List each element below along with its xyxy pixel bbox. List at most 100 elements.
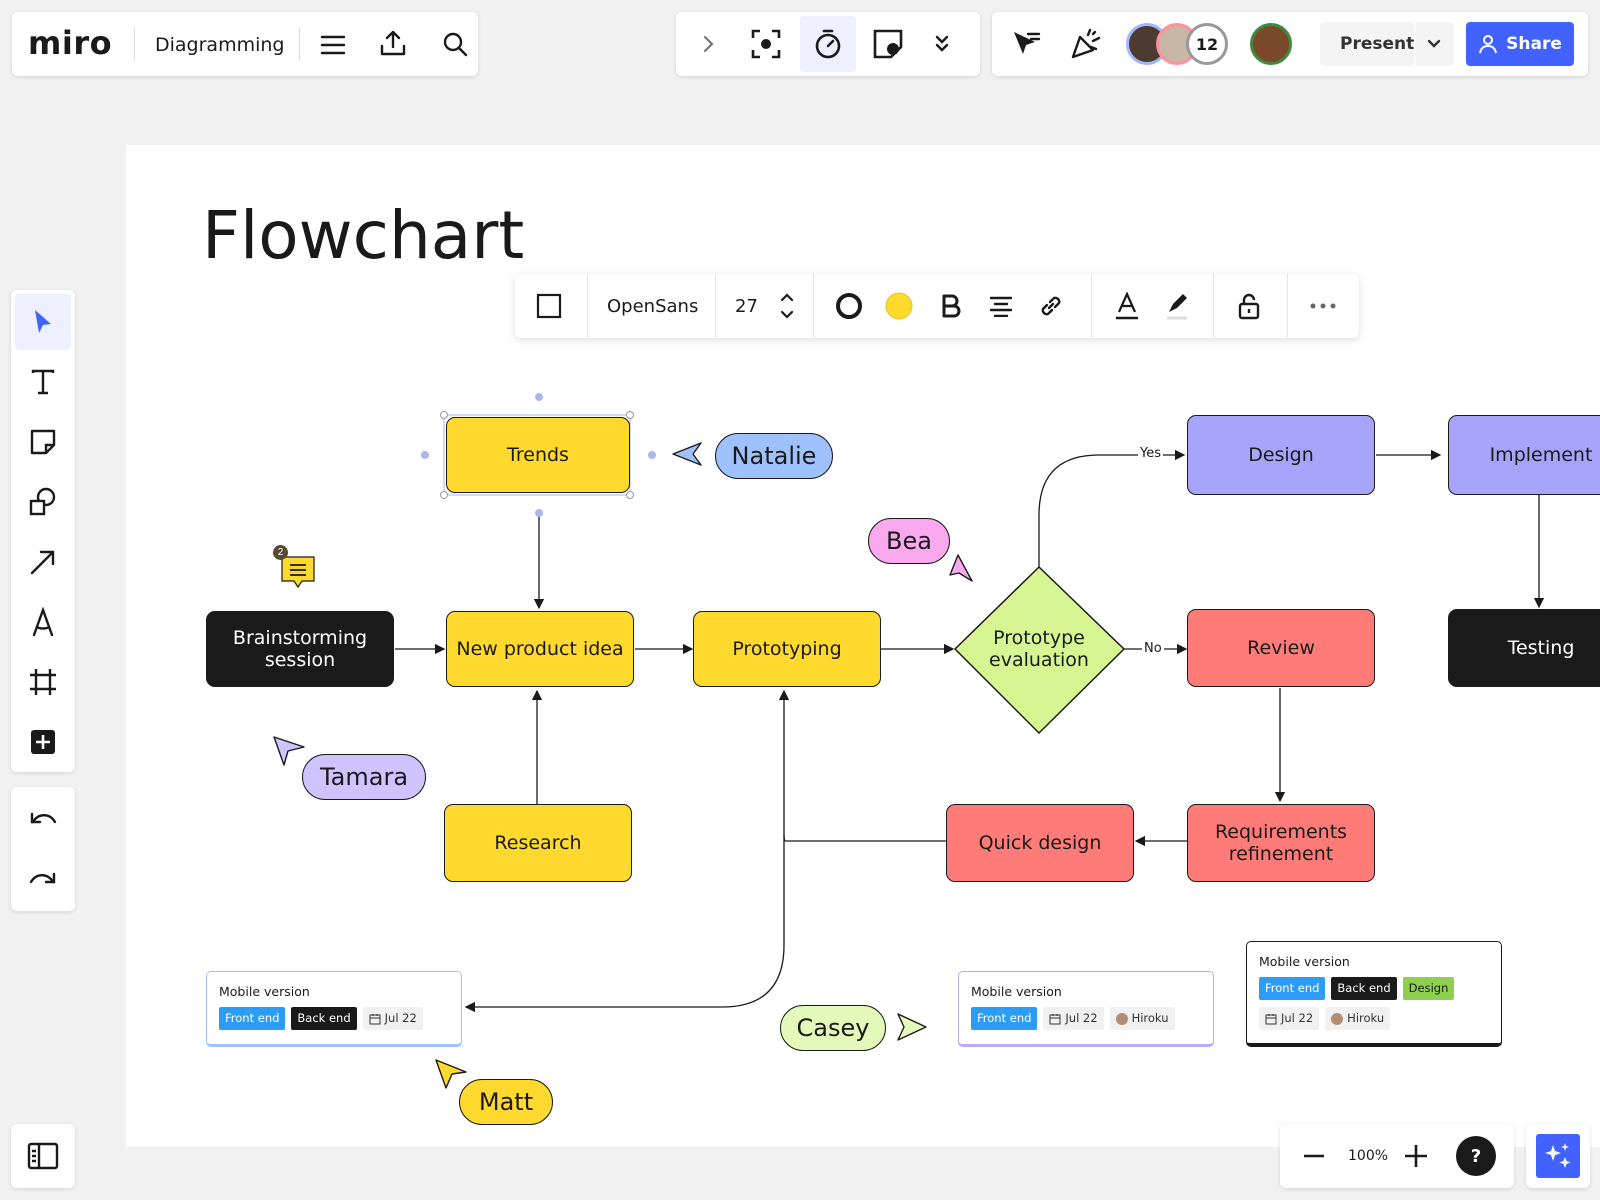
node-research[interactable]: Research xyxy=(444,804,632,882)
sticky-frame-icon[interactable] xyxy=(868,24,908,64)
node-prototyping[interactable]: Prototyping xyxy=(693,611,881,687)
tag-front-end[interactable]: Front end xyxy=(971,1007,1038,1030)
comment-bubble[interactable]: 2 xyxy=(273,545,316,589)
font-size-stepper-icon[interactable] xyxy=(777,290,797,322)
zoom-out-icon[interactable] xyxy=(1298,1140,1330,1172)
participants-count-label: 12 xyxy=(1195,34,1219,54)
assignee-avatar xyxy=(1115,1012,1128,1025)
page-title[interactable]: Flowchart xyxy=(202,197,525,274)
help-icon[interactable]: ? xyxy=(1456,1136,1496,1176)
calendar-icon xyxy=(1049,1013,1061,1024)
board-header: miro Diagramming xyxy=(12,12,478,76)
font-size-input[interactable]: 27 xyxy=(735,296,758,317)
tag-back-end[interactable]: Back end xyxy=(1331,977,1397,1000)
cursor-arrow-icon xyxy=(672,442,702,466)
no-label: No xyxy=(1142,641,1164,656)
card-assignee[interactable]: Hiroku xyxy=(1109,1007,1175,1030)
chevron-right-icon[interactable] xyxy=(692,28,724,60)
connector-tool-icon[interactable] xyxy=(15,534,71,590)
node-requirements-refinement[interactable]: Requirements refinement xyxy=(1187,804,1375,882)
card-date[interactable]: Jul 22 xyxy=(362,1007,423,1030)
collaboration-toolbar xyxy=(676,12,980,76)
node-quick-design[interactable]: Quick design xyxy=(946,804,1134,882)
undo-icon[interactable] xyxy=(15,791,71,847)
shape-icon[interactable] xyxy=(533,290,565,322)
sticky-note-tool-icon[interactable] xyxy=(15,414,71,470)
task-card[interactable]: Mobile version Front end Back end Design… xyxy=(1246,941,1502,1047)
redo-icon[interactable] xyxy=(15,851,71,907)
timer-icon[interactable] xyxy=(800,16,856,72)
avatar[interactable] xyxy=(1250,23,1292,65)
calendar-icon xyxy=(369,1013,381,1024)
divider xyxy=(1287,274,1288,338)
comment-count: 2 xyxy=(273,545,288,560)
node-implement[interactable]: Implement xyxy=(1448,415,1600,495)
card-assignee-label: Hiroku xyxy=(1131,1011,1169,1025)
card-assignee-label: Hiroku xyxy=(1347,1011,1385,1025)
share-label: Share xyxy=(1506,34,1562,54)
divider xyxy=(299,28,300,60)
font-family-select[interactable]: OpenSans xyxy=(607,296,699,317)
text-tool-icon[interactable] xyxy=(15,354,71,410)
lock-icon[interactable] xyxy=(1233,290,1265,322)
assignee-avatar xyxy=(1331,1012,1344,1025)
tag-front-end[interactable]: Front end xyxy=(219,1007,286,1030)
zoom-in-icon[interactable] xyxy=(1400,1140,1432,1172)
border-style-icon[interactable] xyxy=(833,290,865,322)
task-card[interactable]: Mobile version Front end Back end Jul 22 xyxy=(206,971,462,1047)
present-button[interactable]: Present xyxy=(1320,22,1454,66)
share-panel: 12 Present Share xyxy=(992,12,1588,76)
task-card[interactable]: Mobile version Front end Jul 22 Hiroku xyxy=(958,971,1214,1047)
node-prototype-evaluation[interactable]: Prototype evaluation xyxy=(989,627,1089,671)
more-icon[interactable] xyxy=(1307,290,1339,322)
align-center-icon[interactable] xyxy=(985,290,1017,322)
double-chevron-down-icon[interactable] xyxy=(926,28,958,60)
miro-logo[interactable]: miro xyxy=(28,24,113,62)
node-brainstorming[interactable]: Brainstorming session xyxy=(206,611,394,687)
frame-tool-icon[interactable] xyxy=(15,654,71,710)
card-date[interactable]: Jul 22 xyxy=(1043,1007,1104,1030)
celebrate-icon[interactable] xyxy=(1066,24,1106,64)
participants-count[interactable]: 12 xyxy=(1186,23,1228,65)
search-icon[interactable] xyxy=(438,27,472,61)
node-testing[interactable]: Testing xyxy=(1448,609,1600,687)
divider xyxy=(1213,274,1214,338)
tag-front-end[interactable]: Front end xyxy=(1259,977,1326,1000)
more-apps-icon[interactable] xyxy=(15,714,71,770)
cursor-casey: Casey xyxy=(780,1005,886,1051)
cursor-arrow-icon xyxy=(949,554,973,582)
highlight-icon[interactable] xyxy=(1161,290,1193,322)
chevron-down-icon[interactable] xyxy=(1424,34,1444,54)
node-review[interactable]: Review xyxy=(1187,609,1375,687)
text-color-icon[interactable] xyxy=(1111,290,1143,322)
card-assignee[interactable]: Hiroku xyxy=(1325,1007,1391,1030)
focus-icon[interactable] xyxy=(746,24,786,64)
link-icon[interactable] xyxy=(1035,290,1067,322)
board-title[interactable]: Diagramming xyxy=(155,34,285,56)
cursor-natalie: Natalie xyxy=(715,433,833,479)
node-trends[interactable]: Trends xyxy=(446,417,630,493)
menu-icon[interactable] xyxy=(316,28,350,62)
card-date[interactable]: Jul 22 xyxy=(1259,1007,1320,1030)
bold-icon[interactable] xyxy=(935,290,967,322)
card-title: Mobile version xyxy=(971,984,1062,999)
tag-design[interactable]: Design xyxy=(1402,977,1455,1000)
fill-color-icon[interactable] xyxy=(883,290,915,322)
node-new-product-idea[interactable]: New product idea xyxy=(446,611,634,687)
decision-diamond xyxy=(953,565,1126,735)
present-label: Present xyxy=(1340,34,1415,54)
shapes-tool-icon[interactable] xyxy=(15,474,71,530)
ai-assist-button[interactable] xyxy=(1526,1124,1590,1188)
card-date-label: Jul 22 xyxy=(1065,1011,1098,1025)
cursor-tamara: Tamara xyxy=(302,754,426,800)
panel-toggle[interactable] xyxy=(11,1124,75,1188)
pen-tool-icon[interactable] xyxy=(15,594,71,650)
node-design[interactable]: Design xyxy=(1187,415,1375,495)
zoom-level[interactable]: 100% xyxy=(1348,1148,1389,1164)
tag-back-end[interactable]: Back end xyxy=(291,1007,357,1030)
divider xyxy=(715,274,716,338)
share-button[interactable]: Share xyxy=(1466,22,1574,66)
export-icon[interactable] xyxy=(376,26,410,60)
select-tool-icon[interactable] xyxy=(15,294,71,350)
reactions-cursor-icon[interactable] xyxy=(1006,24,1046,64)
